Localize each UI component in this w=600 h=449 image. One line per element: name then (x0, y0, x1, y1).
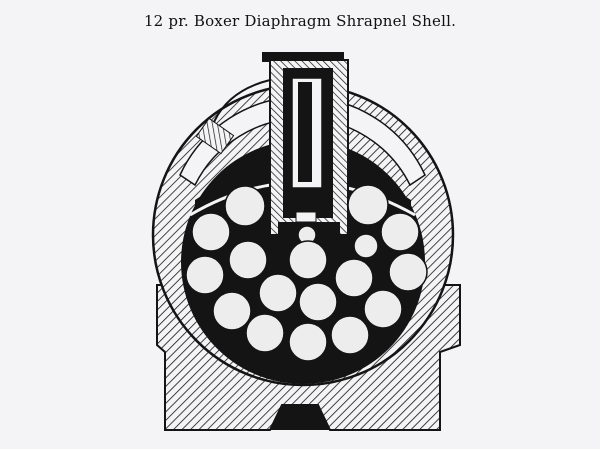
shrapnel-ball (353, 233, 379, 259)
shrapnel-balls (185, 184, 428, 362)
shrapnel-ball (288, 322, 328, 362)
figure-title: 12 pr. Boxer Diaphragm Shrapnel Shell. (143, 12, 457, 30)
shrapnel-ball (288, 240, 328, 280)
shrapnel-ball (330, 315, 370, 355)
shrapnel-ball (347, 184, 389, 226)
fuze (262, 52, 349, 236)
shrapnel-ball (191, 212, 231, 252)
shrapnel-ball (298, 282, 338, 322)
shrapnel-ball (245, 313, 285, 353)
shrapnel-ball (258, 273, 298, 313)
shrapnel-ball (185, 255, 225, 295)
shrapnel-ball (363, 289, 403, 329)
shrapnel-ball (334, 258, 374, 298)
shrapnel-ball (224, 185, 266, 227)
shrapnel-ball (388, 252, 428, 292)
shrapnel-ball (228, 240, 268, 280)
shrapnel-ball (380, 212, 420, 252)
shrapnel-ball (212, 291, 252, 331)
